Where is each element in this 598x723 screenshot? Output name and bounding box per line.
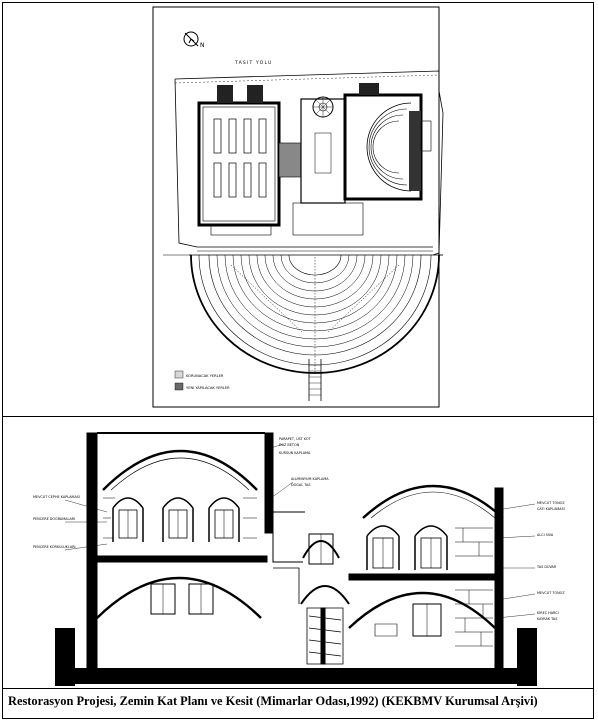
- section-note-right: KAYRAK TAS: [537, 617, 557, 621]
- row-divider: [2, 416, 594, 417]
- north-arrow-icon: N: [183, 31, 205, 49]
- section-note-right: TAS DUVAR: [536, 565, 557, 569]
- section-note-right: MEVCUT TONOZ: [537, 591, 565, 595]
- section-note-right: KIREC HARCI: [537, 611, 559, 615]
- legend-label: YENI YAPILACAK YERLER: [186, 386, 230, 390]
- ground-line: [55, 628, 537, 686]
- legend-swatch-light: [174, 370, 184, 379]
- cross-section-drawing: MEVCUT CEPHE KAPLAMASI PENCERE DOGRAMALA…: [33, 432, 565, 686]
- section-note-right: CATI KAPLAMASI: [537, 507, 565, 511]
- legend-label: KORUNACAK YERLER: [186, 374, 224, 378]
- section-note-right: MEVCUT TONOZ: [537, 501, 565, 505]
- section-note-left: PENCERE KORKULUKLARI: [33, 545, 76, 549]
- cross-section-panel: MEVCUT CEPHE KAPLAMASI PENCERE DOGRAMALA…: [3, 418, 593, 687]
- section-note-top: PARAPET, UST KOT: [279, 437, 312, 441]
- figure-caption: Restorasyon Projesi, Zemin Kat Planı ve …: [8, 694, 538, 708]
- left-building-section: [86, 432, 274, 669]
- ground-floor-plan-drawing: N TASIT YOLU: [152, 6, 444, 408]
- ground-floor-plan-panel: N TASIT YOLU: [3, 3, 593, 415]
- row-divider: [2, 688, 594, 689]
- right-building-plan: [343, 83, 432, 201]
- svg-text:N: N: [200, 42, 205, 49]
- drawing-sheet-border: [152, 6, 440, 408]
- leader-lines: [64, 443, 536, 619]
- right-building-section: [348, 484, 504, 669]
- section-note-left: MEVCUT CEPHE KAPLAMASI: [33, 495, 80, 499]
- entrance-plaza: [189, 202, 443, 256]
- section-note-top: DOGAL TAS: [291, 483, 310, 487]
- plan-legend: KORUNACAK YERLER YENI YAPILACAK YERLER: [174, 370, 230, 391]
- stair-section: [272, 511, 350, 665]
- section-note-top: DUZ BETON: [279, 443, 300, 447]
- section-note-left: PENCERE DOGRAMALARI: [33, 517, 75, 521]
- left-building-plan: [197, 85, 281, 236]
- section-note-right: ALCI SIVA: [537, 533, 554, 537]
- road-label: TASIT YOLU: [234, 60, 272, 66]
- section-note-top: KURSUN KAPLAMA: [279, 451, 311, 455]
- section-note-top: ALUMINYUM KAPLAMA: [291, 477, 329, 481]
- legend-swatch-dark: [174, 382, 184, 391]
- site-boundary: [174, 70, 444, 256]
